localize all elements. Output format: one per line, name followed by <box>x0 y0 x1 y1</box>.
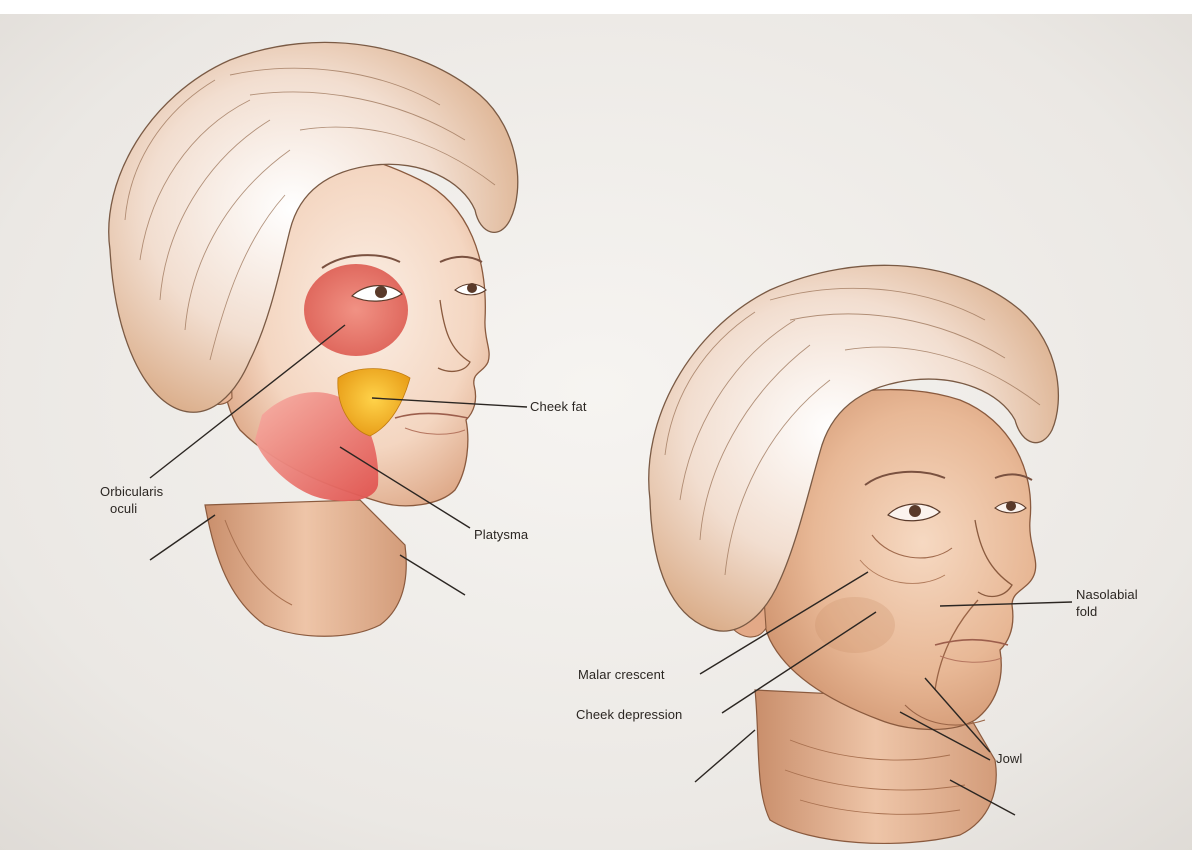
label-malar-crescent: Malar crescent <box>578 667 665 683</box>
label-nasolabial-fold-line1: Nasolabial <box>1076 587 1138 603</box>
orbicularis-oculi-muscle <box>304 264 408 356</box>
older-right-iris <box>1006 501 1016 511</box>
younger-left-iris <box>375 286 387 298</box>
top-margin <box>0 0 1192 14</box>
older-left-iris <box>909 505 921 517</box>
label-cheek-depression: Cheek depression <box>576 707 682 723</box>
label-nasolabial-fold-line2: fold <box>1076 604 1097 620</box>
label-orbicularis-oculi-line1: Orbicularis <box>100 484 163 500</box>
label-orbicularis-oculi-line2: oculi <box>110 501 137 517</box>
younger-right-iris <box>467 283 477 293</box>
label-jowl: Jowl <box>996 751 1022 767</box>
bottom-margin <box>0 850 1192 866</box>
label-cheek-fat: Cheek fat <box>530 399 587 415</box>
label-platysma: Platysma <box>474 527 528 543</box>
